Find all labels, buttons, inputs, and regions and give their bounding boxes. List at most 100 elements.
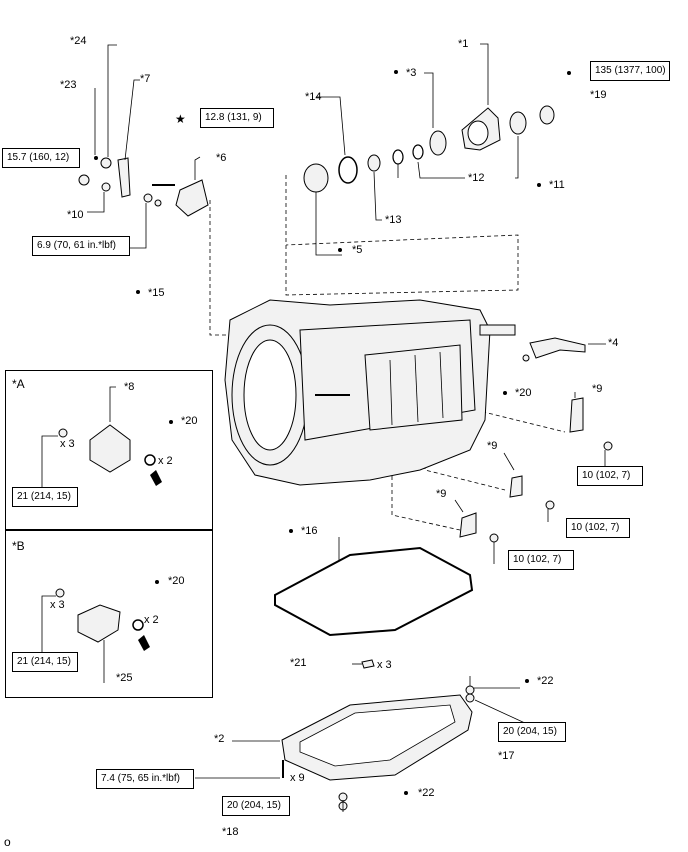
o-ring-12a	[392, 149, 404, 165]
callout-1: *1	[458, 38, 469, 50]
new-part-dot	[136, 290, 140, 294]
gasket-22b	[338, 792, 348, 802]
washer-10	[101, 182, 111, 192]
callout-14: *14	[305, 91, 322, 103]
new-part-dot	[503, 391, 507, 395]
new-part-dot	[155, 580, 159, 584]
nut-main	[78, 174, 90, 186]
star-icon: ★	[175, 112, 186, 126]
callout-20: *20	[181, 415, 198, 427]
callout-18: *18	[222, 826, 239, 838]
torque-spec: 10 (102, 7)	[508, 550, 574, 570]
torque-spec: 21 (214, 15)	[12, 652, 78, 672]
magnet-quantity: x 3	[377, 659, 392, 671]
callout-25: *25	[116, 672, 133, 684]
bracket-9a	[569, 397, 584, 433]
torque-spec: 12.8 (131, 9)	[200, 108, 274, 128]
guide-line-bracket-1	[454, 404, 566, 433]
new-part-dot	[567, 71, 571, 75]
nut-small	[143, 193, 153, 203]
new-part-dot	[289, 529, 293, 533]
torque-spec: 7.4 (75, 65 in.*lbf)	[96, 769, 194, 789]
footer-mark: o	[4, 835, 11, 849]
arrow-b	[138, 635, 150, 651]
callout-16: *16	[301, 525, 318, 537]
leader-lines	[41, 43, 606, 812]
panel-b-title: *B	[12, 539, 25, 553]
torque-spec: 15.7 (160, 12)	[2, 148, 80, 168]
o-ring-20a	[144, 454, 156, 466]
guide-line-lever	[209, 200, 245, 336]
callout-17: *17	[498, 750, 515, 762]
callout-15: *15	[148, 287, 165, 299]
o-ring-20	[522, 354, 530, 362]
nut-24	[100, 157, 112, 169]
callout-12: *12	[468, 172, 485, 184]
output-flange	[461, 107, 501, 151]
oil-seal-5	[303, 163, 329, 193]
neutral-start-switch-6	[175, 179, 209, 217]
callout-22: *22	[418, 787, 435, 799]
bracket-9b	[509, 475, 523, 498]
callout-2: *2	[214, 733, 225, 745]
nut-19	[539, 105, 555, 125]
bolt-9b	[545, 500, 555, 510]
bolt-b	[55, 588, 65, 598]
bearing-13	[367, 154, 381, 172]
callout-20: *20	[168, 575, 185, 587]
snap-ring-14	[338, 156, 358, 184]
lever-7	[117, 157, 131, 198]
guide-line-shaft-parts	[285, 175, 519, 296]
oil-seal-11	[509, 111, 527, 135]
torque-spec: 135 (1377, 100)	[590, 61, 670, 81]
oil-pan-2	[281, 694, 473, 781]
oil-cooler-8	[89, 424, 131, 473]
new-part-dot	[338, 248, 342, 252]
oil-cooler-25	[77, 604, 121, 643]
washer-23	[94, 156, 98, 160]
callout-23: *23	[60, 79, 77, 91]
pan-bolt-quantity: x 9	[290, 772, 305, 784]
guide-line-bracket-3	[391, 455, 461, 531]
new-part-dot	[394, 70, 398, 74]
bracket-9c	[459, 512, 477, 538]
torque-spec: 20 (204, 15)	[498, 722, 566, 742]
oil-cooler-pipe-4	[529, 337, 586, 359]
new-part-dot	[169, 420, 173, 424]
callout-20: *20	[515, 387, 532, 399]
callout-7: *7	[140, 73, 151, 85]
panel-a-title: *A	[12, 377, 25, 391]
arrow-a	[150, 470, 162, 486]
callout-8: *8	[124, 381, 135, 393]
callout-10: *10	[67, 209, 84, 221]
callout-19: *19	[590, 89, 607, 101]
callout-21: *21	[290, 657, 307, 669]
callout-4: *4	[608, 337, 619, 349]
o-ring-quantity: x 2	[158, 455, 173, 467]
new-part-dot	[525, 679, 529, 683]
new-part-dot	[404, 791, 408, 795]
plug-17	[465, 693, 475, 703]
o-ring-quantity: x 2	[144, 614, 159, 626]
gasket-22a	[465, 685, 475, 695]
oil-seal-3	[429, 130, 447, 156]
callout-6: *6	[216, 152, 227, 164]
o-ring-12b	[412, 144, 424, 160]
bolt-9a	[603, 441, 613, 451]
torque-spec: 10 (102, 7)	[577, 466, 643, 486]
callout-22: *22	[537, 675, 554, 687]
bolt-quantity: x 3	[60, 438, 75, 450]
callout-9: *9	[592, 383, 603, 395]
bolt-9c	[489, 533, 499, 543]
bolt-quantity: x 3	[50, 599, 65, 611]
inset-panel-a	[5, 370, 213, 530]
callout-9: *9	[487, 440, 498, 452]
callout-13: *13	[385, 214, 402, 226]
bolt-a	[58, 428, 68, 438]
callout-3: *3	[406, 67, 417, 79]
magnet-21	[361, 659, 375, 669]
oil-pan-gasket-16	[274, 546, 474, 637]
callout-24: *24	[70, 35, 87, 47]
new-part-dot	[537, 183, 541, 187]
